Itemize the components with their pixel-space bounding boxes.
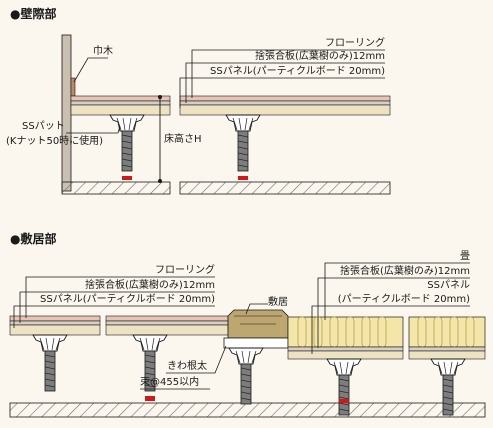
label-ss-panel-2: SSパネル(パーティクルボード 20mm)	[40, 294, 215, 305]
label-flooring-2: フローリング	[155, 265, 215, 276]
label-threshold: 敷居	[268, 297, 288, 308]
section-title-text: ●敷居部	[10, 232, 57, 246]
label-ss-panel-right: SSパネル	[427, 280, 470, 291]
label-baseboard: 巾木	[93, 46, 113, 57]
label-particle-right: (パーティクルボード 20mm)	[337, 294, 470, 305]
label-ss-putt: SSパット	[22, 121, 65, 132]
plywood-layer	[70, 100, 171, 106]
panel-layer	[70, 104, 171, 116]
label-plywood-right: 捨張合板(広葉樹のみ)12mm	[339, 266, 470, 277]
flooring-layer	[70, 95, 171, 102]
red-base-pad	[122, 176, 132, 180]
section-title-wall: ●壁際部	[10, 7, 56, 21]
label-k-nut: (Kナット50時に使用)	[6, 136, 104, 147]
label-flooring: フローリング	[325, 38, 385, 49]
concrete-slab	[61, 181, 171, 195]
wall	[61, 34, 72, 192]
label-plywood: 捨張合板(広葉樹のみ)12mm	[254, 51, 385, 62]
label-tatami: 畳	[460, 251, 470, 262]
label-plywood-2: 捨張合板(広葉樹のみ)12mm	[84, 280, 215, 291]
label-ss-panel: SSパネル(パーティクルボード 20mm)	[210, 66, 385, 77]
section-title-threshold: ●敷居部	[10, 232, 56, 246]
edge-joist	[223, 337, 289, 349]
label-floor-height: 床高さH	[164, 134, 202, 145]
label-edge-joist: きわ根太	[167, 361, 207, 372]
section-title-text: ●壁際部	[10, 7, 57, 21]
label-post-spacing: 束@455以内	[140, 377, 200, 388]
